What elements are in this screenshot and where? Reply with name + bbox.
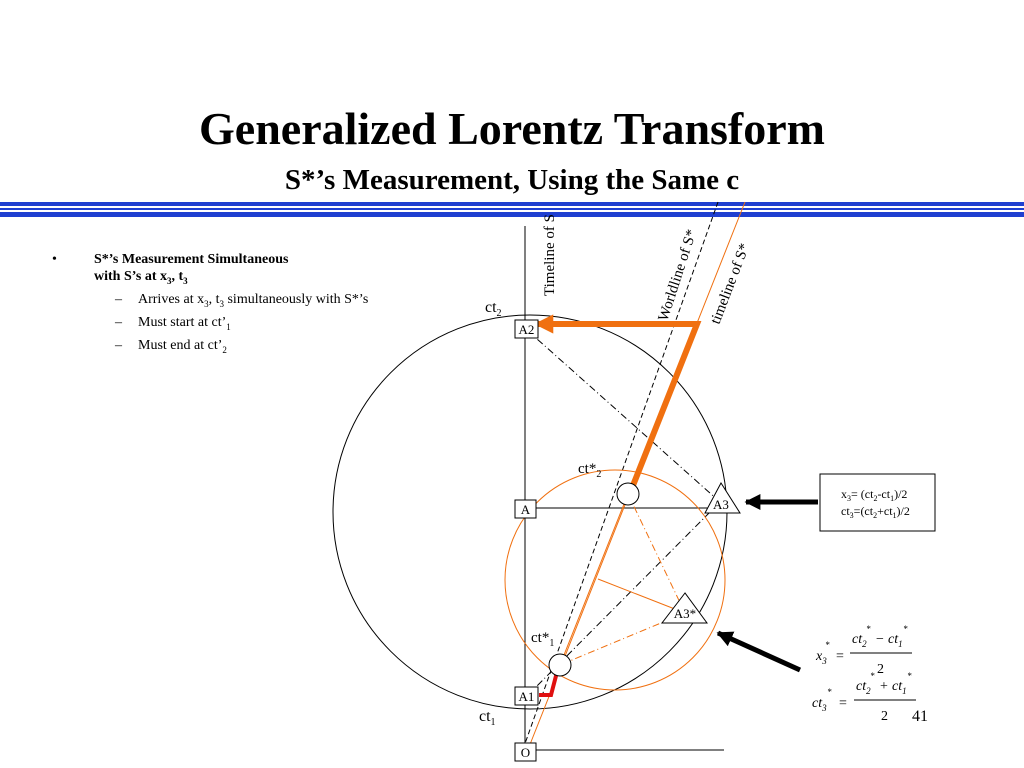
ct2-label: ct2 (485, 299, 502, 319)
svg-text:ct2: ct2 (852, 632, 867, 649)
svg-text:=: = (839, 696, 847, 711)
svg-text:ct3=(ct2+ct1)/2: ct3=(ct2+ct1)/2 (841, 504, 910, 520)
svg-text:+: + (880, 679, 888, 694)
node-a2: A2 (514, 319, 539, 339)
event-cts2-marker (616, 482, 640, 506)
title-rule-top (0, 202, 1024, 206)
sub-bullet-end: – Must end at ct’2 (115, 338, 227, 355)
bullet-main: • S*’s Measurement Simultaneous with S’s… (52, 251, 432, 285)
orange-perpendicular-line (597, 578, 686, 614)
cts1-label: ct*1 (531, 630, 554, 649)
svg-text:*: * (903, 624, 908, 634)
svg-text:A3: A3 (713, 497, 729, 512)
svg-text:−: − (876, 632, 884, 647)
event-cts1-marker (548, 653, 572, 677)
orange-light-line-up (627, 493, 686, 614)
svg-text:A: A (521, 502, 531, 517)
page-subtitle: S*’s Measurement, Using the Same c (284, 164, 740, 196)
svg-text:*: * (825, 640, 830, 650)
svg-text:*: * (870, 671, 875, 681)
formula-box: x3= (ct2-ct1)/2 ct3=(ct2+ct1)/2 (819, 473, 936, 532)
light-line-a2-a3 (526, 329, 721, 503)
node-a3: A3 (704, 482, 741, 514)
node-a1: A1 (514, 686, 539, 706)
svg-text:A1: A1 (519, 689, 535, 704)
timeline-s-label: Timeline of S (542, 214, 558, 296)
svg-text:*: * (866, 624, 871, 634)
ct1-label: ct1 (479, 708, 496, 728)
svg-text:A3*: A3* (674, 606, 696, 621)
title-rule-bottom (0, 212, 1024, 217)
sub-bullet-arrives: – Arrives at x3, t3 simultaneously with … (115, 292, 369, 309)
formula-x3-star: x3 * = ct2 * − ct1 * 2 (815, 624, 912, 677)
bullet-list: • S*’s Measurement Simultaneous with S’s… (52, 251, 432, 354)
node-a3-star: A3* (660, 592, 708, 624)
svg-text:x3= (ct2-ct1)/2: x3= (ct2-ct1)/2 (841, 487, 907, 503)
worldline-s-star-label: Worldline of S* (656, 228, 701, 324)
orange-radius-line (559, 493, 629, 666)
signal-path-orange (534, 314, 702, 490)
svg-text:ct2: ct2 (856, 679, 871, 696)
svg-text:=: = (836, 649, 844, 664)
timeline-s-star-label: timeline of S* (708, 241, 753, 326)
bullet-main-line2: with S’s at x3, t3 (94, 269, 188, 286)
svg-text:A2: A2 (519, 322, 535, 337)
svg-text:ct1: ct1 (888, 632, 903, 649)
worldline-s-star (521, 201, 719, 753)
arrow-to-a3-star (716, 630, 802, 673)
light-circle-s-star (504, 469, 726, 691)
svg-text:ct3: ct3 (812, 696, 827, 713)
bullet-main-line1: S*’s Measurement Simultaneous (94, 252, 289, 267)
bullet-dot: • (52, 252, 57, 267)
cts2-label: ct*2 (578, 461, 601, 480)
formula-ct3-star: ct3 * = ct2 * + ct1 * 2 (812, 671, 916, 724)
page-number: 41 (912, 708, 928, 725)
signal-path-red (539, 671, 559, 697)
node-a: A (514, 499, 537, 519)
svg-text:2: 2 (881, 709, 888, 724)
sub-bullet-start: – Must start at ct’1 (115, 315, 231, 332)
title-rule-middle (0, 208, 1024, 210)
svg-text:ct1: ct1 (892, 679, 907, 696)
page-title: Generalized Lorentz Transform (199, 103, 825, 154)
orange-light-line-down (559, 612, 686, 666)
node-o: O (514, 742, 537, 762)
svg-text:x3: x3 (815, 649, 827, 666)
svg-text:*: * (907, 671, 912, 681)
svg-text:O: O (521, 745, 530, 760)
svg-text:2: 2 (877, 662, 884, 677)
svg-text:*: * (827, 687, 832, 697)
